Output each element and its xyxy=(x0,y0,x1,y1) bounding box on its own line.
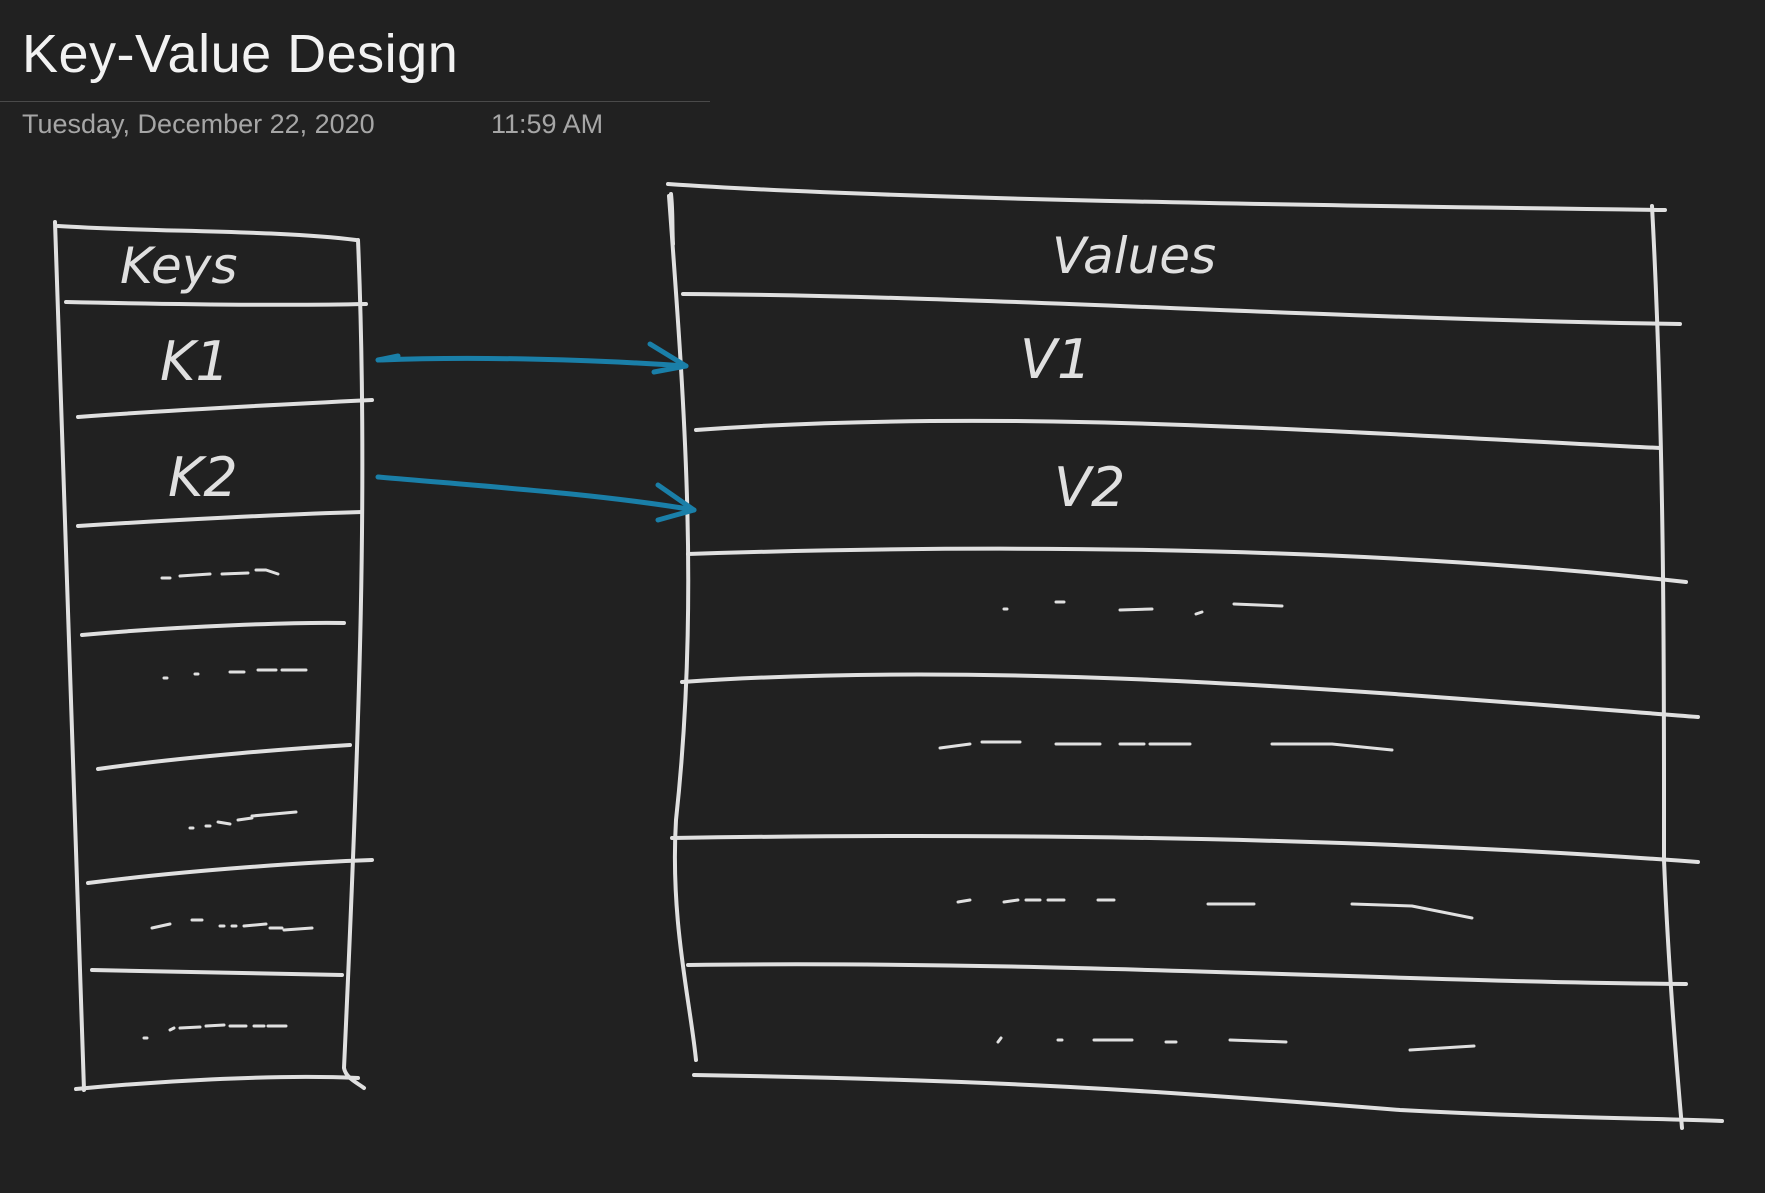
values-table-right-border xyxy=(1650,204,1684,1130)
arrow-k2-to-v2-head xyxy=(655,482,697,523)
keys-row-divider xyxy=(76,510,364,528)
key-row-2-label: K2 xyxy=(168,446,238,509)
values-table-top-border xyxy=(666,182,1667,212)
page-title[interactable]: Key-Value Design xyxy=(22,24,459,84)
arrows xyxy=(375,341,697,523)
values-row-divider xyxy=(681,292,1682,326)
keys-table-left-border xyxy=(53,220,86,1092)
values-row-divider xyxy=(686,962,1688,986)
arrow-k1-to-v1-shaft xyxy=(377,355,689,369)
scribble xyxy=(1002,600,1284,616)
keys-table-right-border xyxy=(342,238,366,1090)
values-placeholder-scribbles xyxy=(938,600,1476,1052)
title-divider xyxy=(0,101,710,102)
keys-row-divider xyxy=(64,300,368,307)
scribble xyxy=(162,668,308,680)
values-table-left-border xyxy=(667,194,698,1062)
scribble xyxy=(160,568,280,580)
arrow-k2-to-v2 xyxy=(375,474,697,523)
keys-placeholder-scribbles xyxy=(142,568,314,1040)
arrow-k1-to-v1-tail xyxy=(375,353,401,363)
page-time: 11:59 AM xyxy=(491,109,604,139)
scribble xyxy=(938,740,1394,752)
value-row-2-label: V2 xyxy=(1054,456,1125,519)
values-row-divider xyxy=(680,672,1700,719)
values-row-divider xyxy=(694,418,1662,450)
scribble xyxy=(956,898,1474,920)
values-row-divider xyxy=(686,546,1688,584)
arrow-k1-to-v1-head xyxy=(647,341,689,375)
keys-table-top-border xyxy=(56,224,358,242)
arrow-k2-to-v2-shaft xyxy=(375,474,697,513)
keys-header: Keys xyxy=(120,237,237,295)
keys-table xyxy=(53,220,374,1092)
scribble xyxy=(142,1023,288,1040)
scribble xyxy=(188,810,298,830)
scribble xyxy=(996,1036,1476,1052)
value-row-1-label: V1 xyxy=(1020,328,1091,391)
scribble xyxy=(150,918,314,932)
keys-row-divider xyxy=(96,743,352,771)
values-row-divider xyxy=(670,834,1700,864)
values-table-bottom-border xyxy=(692,1073,1724,1123)
key-row-1-label: K1 xyxy=(160,330,230,393)
page-date: Tuesday, December 22, 2020 xyxy=(22,109,375,139)
arrow-k1-to-v1 xyxy=(375,341,689,375)
values-table-left-stub xyxy=(669,192,675,246)
values-header: Values xyxy=(1052,227,1216,285)
keys-row-divider xyxy=(80,620,346,637)
keys-row-divider xyxy=(76,398,374,419)
keys-table-bottom-border xyxy=(74,1074,360,1091)
keys-row-divider xyxy=(86,858,374,885)
values-table xyxy=(666,182,1724,1130)
keys-row-divider xyxy=(90,968,344,977)
